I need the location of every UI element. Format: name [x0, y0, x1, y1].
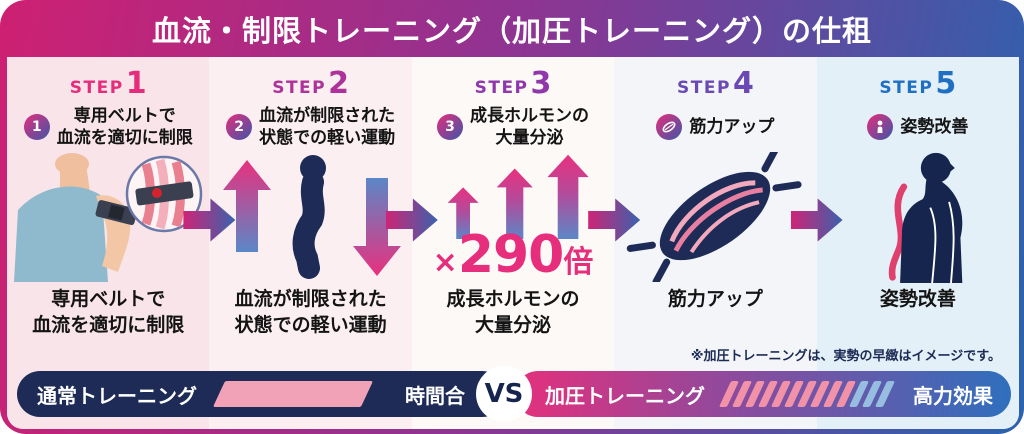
person-badge [867, 114, 894, 140]
disclaimer-note: ※加圧トレーニングは、実勢の早緻はイメージです。 [690, 349, 1001, 364]
page-title: 血流・制限トレーニング（加圧トレーニング）の仕租 [151, 13, 872, 48]
effect-label: 高力効果 [913, 383, 993, 408]
step-3-heading: 成長ホルモンの 大量分泌 [470, 105, 590, 148]
step-1-number-badge: 1 [23, 114, 50, 140]
step-2-heading: 血流が制限された 状態での軽い運動 [259, 105, 396, 148]
step-2-caption: 血流が制限された 状態での軽い運動 [234, 288, 387, 336]
normal-training-label: 通常トレーニング [37, 383, 197, 408]
step-4-heading-row: 筋力アップ [652, 103, 778, 151]
kaatsu-training-pill: 加圧トレーニング 高力効果 [515, 371, 1011, 417]
person-icon [877, 120, 883, 133]
step-4-heading: 筋力アップ [689, 116, 775, 137]
step-1-heading: 専用ベルトで 血流を適切に制限 [56, 105, 193, 148]
posture-figure-icon [888, 152, 963, 283]
kaatsu-training-label: 加圧トレーニング [545, 383, 705, 408]
step-3-number-badge: 3 [437, 114, 464, 140]
step-3-heading-row: 3 成長ホルモンの 大量分泌 [433, 103, 593, 151]
arm-with-belt-icon [14, 153, 203, 282]
step-2-heading-row: 2 血流が制限された 状態での軽い運動 [222, 103, 399, 151]
step-1-heading-row: 1 専用ベルトで 血流を適切に制限 [20, 103, 197, 151]
growth-arrows-icon [447, 154, 589, 239]
step-4-illustration [617, 151, 813, 283]
effect-stripes [718, 381, 896, 407]
step-2-illustration [213, 151, 409, 283]
muscle-badge [656, 114, 683, 140]
time-label: 時間合 [405, 383, 465, 408]
header-bar: 血流・制限トレーニング（加圧トレーニング）の仕租 [0, 0, 1024, 57]
vs-badge: VS [476, 366, 532, 422]
step-5-illustration [833, 151, 1003, 283]
step-2-number-badge: 2 [226, 114, 253, 140]
step-5-caption: 姿勢改善 [879, 288, 956, 310]
muscle-icon [627, 152, 802, 282]
step-1-illustration [10, 151, 206, 283]
step-1-caption: 専用ベルトで 血流を適切に制限 [32, 288, 185, 336]
normal-training-pill: 通常トレーニング 時間合 [17, 371, 505, 417]
comparison-bar: 通常トレーニング 時間合 VS 加圧トレーニング 高力効果 [7, 366, 1019, 422]
muscle-icon [662, 121, 676, 133]
step-5-heading: 姿勢改善 [900, 116, 969, 137]
step-3-caption: 成長ホルモンの 大量分泌 [446, 288, 580, 336]
step-4-caption: 筋力アップ [667, 288, 763, 310]
time-bar-shape [212, 381, 374, 407]
step-5-heading-row: 姿勢改善 [863, 103, 972, 151]
squat-figure-icon [222, 155, 401, 279]
